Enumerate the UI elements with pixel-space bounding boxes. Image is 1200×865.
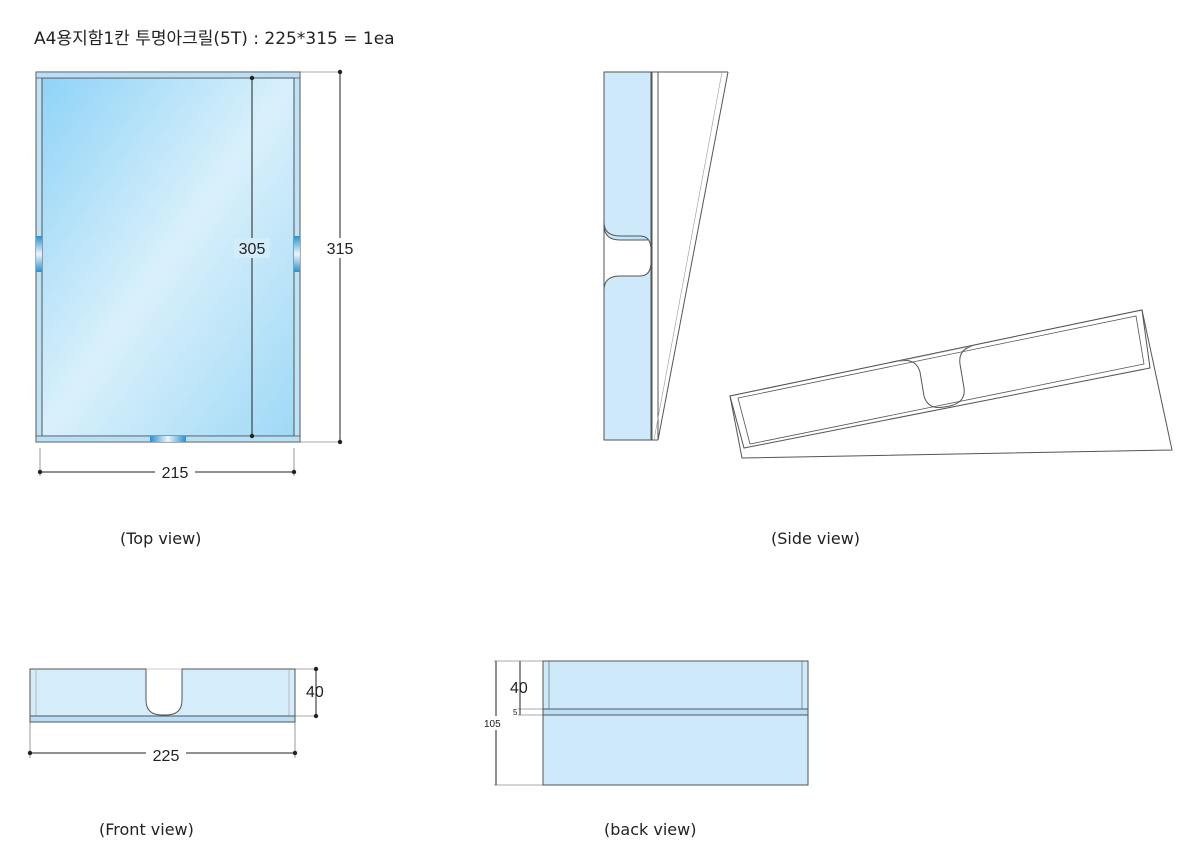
caption-front-view: (Front view) [99, 820, 194, 839]
top-edge [35, 71, 301, 79]
caption-back-view: (back view) [604, 820, 697, 839]
dim-305: 305 [239, 241, 266, 258]
caption-top-view: (Top view) [120, 529, 202, 548]
dim-315: 315 [327, 241, 354, 258]
dim-front-40: 40 [306, 684, 324, 701]
right-notch [294, 236, 300, 272]
dim-215: 215 [162, 465, 189, 482]
dim-front-225: 225 [153, 748, 180, 765]
back-view: 40 5 105 [482, 660, 809, 786]
bottom-notch [150, 436, 186, 442]
page-title: A4용지함1칸 투명아크릴(5T) : 225*315 = 1ea [34, 29, 395, 49]
left-notch [36, 236, 42, 272]
top-view: 305 315 215 [35, 69, 356, 482]
dim-back-105: 105 [484, 719, 501, 730]
caption-side-view: (Side view) [771, 529, 861, 548]
dim-back-5: 5 [513, 708, 518, 717]
dim-back-40: 40 [510, 680, 528, 697]
side-view [603, 71, 1173, 459]
front-view: 40 225 [27, 666, 324, 765]
